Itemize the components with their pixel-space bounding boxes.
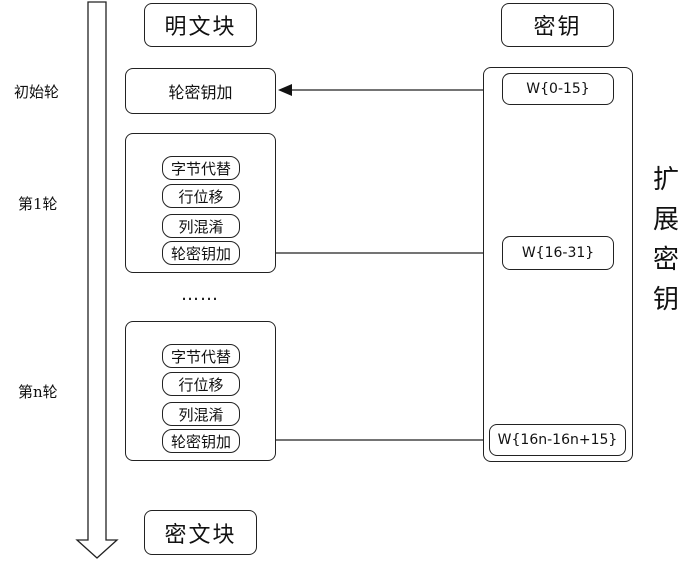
plaintext-block-header: 明文块 bbox=[144, 3, 257, 47]
round-progress-arrow bbox=[75, 1, 119, 559]
expanded-key-label: 扩 展 密 钥 bbox=[648, 160, 684, 320]
initial-add-round-key: 轮密钥加 bbox=[125, 68, 276, 114]
key-word-initial: W{0-15} bbox=[502, 73, 614, 105]
ciphertext-block-header: 密文块 bbox=[144, 510, 257, 555]
round-n-sub-bytes: 字节代替 bbox=[162, 344, 240, 368]
ellipsis: …… bbox=[181, 284, 219, 305]
round-1-mix-columns: 列混淆 bbox=[162, 214, 240, 238]
key-header: 密钥 bbox=[501, 3, 614, 47]
round-n-add-round-key: 轮密钥加 bbox=[162, 429, 240, 453]
expanded-key-char-4: 钥 bbox=[652, 285, 679, 315]
round-label-first: 第1轮 bbox=[18, 195, 58, 213]
key-word-first: W{16-31} bbox=[502, 236, 614, 270]
round-1-add-round-key: 轮密钥加 bbox=[162, 241, 240, 265]
key-word-nth: W{16n-16n+15} bbox=[489, 424, 626, 456]
expanded-key-char-1: 扩 bbox=[652, 165, 679, 195]
expanded-key-char-3: 密 bbox=[652, 245, 679, 275]
round-label-nth: 第n轮 bbox=[18, 383, 58, 401]
round-n-shift-rows: 行位移 bbox=[162, 372, 240, 396]
arrowhead-initial bbox=[278, 84, 292, 96]
expanded-key-char-2: 展 bbox=[652, 205, 679, 235]
round-1-shift-rows: 行位移 bbox=[162, 184, 240, 208]
round-label-initial: 初始轮 bbox=[14, 83, 60, 101]
round-1-sub-bytes: 字节代替 bbox=[162, 156, 240, 180]
round-n-mix-columns: 列混淆 bbox=[162, 402, 240, 426]
